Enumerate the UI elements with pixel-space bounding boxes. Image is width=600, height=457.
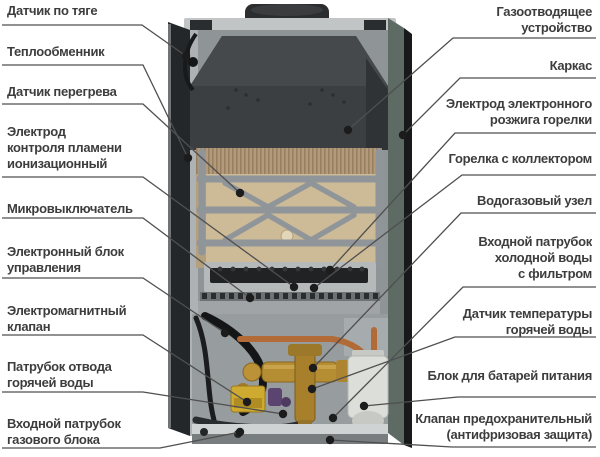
draft-sensor-wire xyxy=(183,32,198,92)
burner-assembly xyxy=(198,262,380,314)
leader-dot xyxy=(359,401,369,411)
leader-line xyxy=(2,277,226,334)
leader-dot xyxy=(307,384,317,394)
right-side-wall xyxy=(388,18,404,445)
label-heat-exchanger: Теплообменник xyxy=(7,44,105,59)
label-cold-water-inlet-pipe: Входной патрубок холодной воды с фильтро… xyxy=(478,234,592,281)
heat-exchanger-fins xyxy=(196,148,382,174)
leader-dot xyxy=(181,51,191,61)
leader-line xyxy=(2,431,241,449)
leader-dot xyxy=(398,130,408,140)
label-gas-inlet-pipe: Входной патрубок газового блока xyxy=(7,416,121,447)
leader-line xyxy=(329,439,596,448)
leader-line xyxy=(311,336,596,390)
leader-line xyxy=(329,132,596,271)
leader-dot xyxy=(328,413,338,423)
leader-dot xyxy=(308,363,318,373)
leader-dot xyxy=(325,265,335,275)
label-overheat-sensor: Датчик перегрева xyxy=(7,84,117,99)
label-battery-compartment: Блок для батарей питания xyxy=(427,368,593,383)
leader-dot xyxy=(278,409,288,419)
leader-dot xyxy=(220,328,230,338)
leader-line xyxy=(312,212,596,369)
label-safety-valve: Клапан предохранительный (антифризовая з… xyxy=(415,411,592,442)
combustion-panel xyxy=(196,174,382,268)
leader-dot xyxy=(343,125,353,135)
leader-line xyxy=(2,176,295,288)
label-flue-gas-device: Газоотводящее устройство xyxy=(496,4,592,35)
label-microswitch: Микровыключатель xyxy=(7,201,133,216)
leader-dot xyxy=(289,282,299,292)
leader-dot xyxy=(325,435,335,445)
heat-exchanger-pipes xyxy=(196,148,384,270)
label-draft-sensor: Датчик по тяге xyxy=(7,3,98,18)
leader-line xyxy=(2,24,187,57)
leader-line xyxy=(2,391,284,415)
label-water-gas-unit: Водогазовый узел xyxy=(477,193,592,208)
inner-left-strip xyxy=(190,30,198,436)
left-side-wall xyxy=(168,22,190,436)
flue-hood xyxy=(190,36,388,150)
leader-dot xyxy=(245,293,255,303)
leader-line xyxy=(2,103,241,194)
leader-line xyxy=(332,286,596,419)
leader-dot xyxy=(242,397,252,407)
leader-dot xyxy=(235,188,245,198)
left-wall-lip xyxy=(168,24,171,428)
leader-dot xyxy=(183,153,193,163)
leader-line xyxy=(363,396,596,407)
label-hot-water-temp-sensor: Датчик температуры горячей воды xyxy=(462,306,593,337)
label-electronic-control-unit: Электронный блок управления xyxy=(7,244,124,275)
leader-dot xyxy=(309,283,319,293)
leader-lines xyxy=(2,24,596,449)
leader-line xyxy=(2,334,248,403)
label-solenoid-valve: Электромагнитный клапан xyxy=(7,303,127,334)
label-ionization-flame-electrode: Электрод контроля пламени ионизационный xyxy=(7,124,122,171)
draft-sensor-body xyxy=(188,57,198,67)
label-frame: Каркас xyxy=(549,58,593,73)
leader-line xyxy=(2,217,251,299)
leader-line xyxy=(402,77,596,136)
top-cap xyxy=(184,18,396,32)
right-inner-panel xyxy=(344,318,388,356)
leader-line xyxy=(2,64,189,159)
leader-line xyxy=(347,37,596,131)
leader-dot xyxy=(235,427,245,437)
label-ignition-electrode: Электрод электронного розжига горелки xyxy=(445,96,592,127)
leader-line xyxy=(313,174,596,289)
label-burner-with-collector: Горелка с коллектором xyxy=(448,151,593,166)
label-hot-water-outlet-pipe: Патрубок отвода горячей воды xyxy=(7,359,112,390)
